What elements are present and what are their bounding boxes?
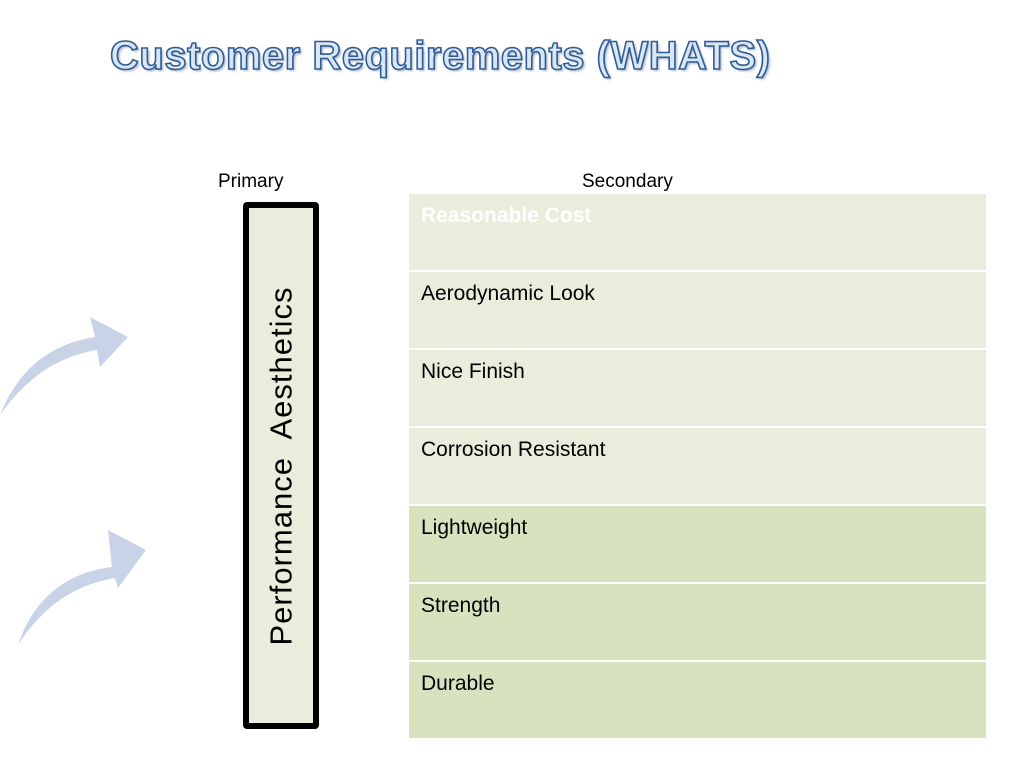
curved-arrow-icon — [0, 317, 128, 415]
secondary-row: Nice Finish — [409, 350, 986, 428]
secondary-row: Lightweight — [409, 506, 986, 584]
secondary-row: Durable — [409, 662, 986, 740]
secondary-row: Aerodynamic Look — [409, 272, 986, 350]
secondary-row: Strength — [409, 584, 986, 662]
secondary-requirements-table: Reasonable Cost Aerodynamic Look Nice Fi… — [409, 194, 986, 740]
primary-requirement-box: Performance Aesthetics — [243, 202, 319, 729]
secondary-row: Reasonable Cost — [409, 194, 986, 272]
secondary-row: Corrosion Resistant — [409, 428, 986, 506]
curved-arrow-icon — [18, 530, 146, 645]
slide-title: Customer Requirements (WHATS) — [109, 33, 771, 79]
primary-requirement-label: Performance Aesthetics — [263, 286, 298, 645]
secondary-column-header: Secondary — [582, 171, 673, 192]
primary-column-header: Primary — [218, 171, 284, 192]
